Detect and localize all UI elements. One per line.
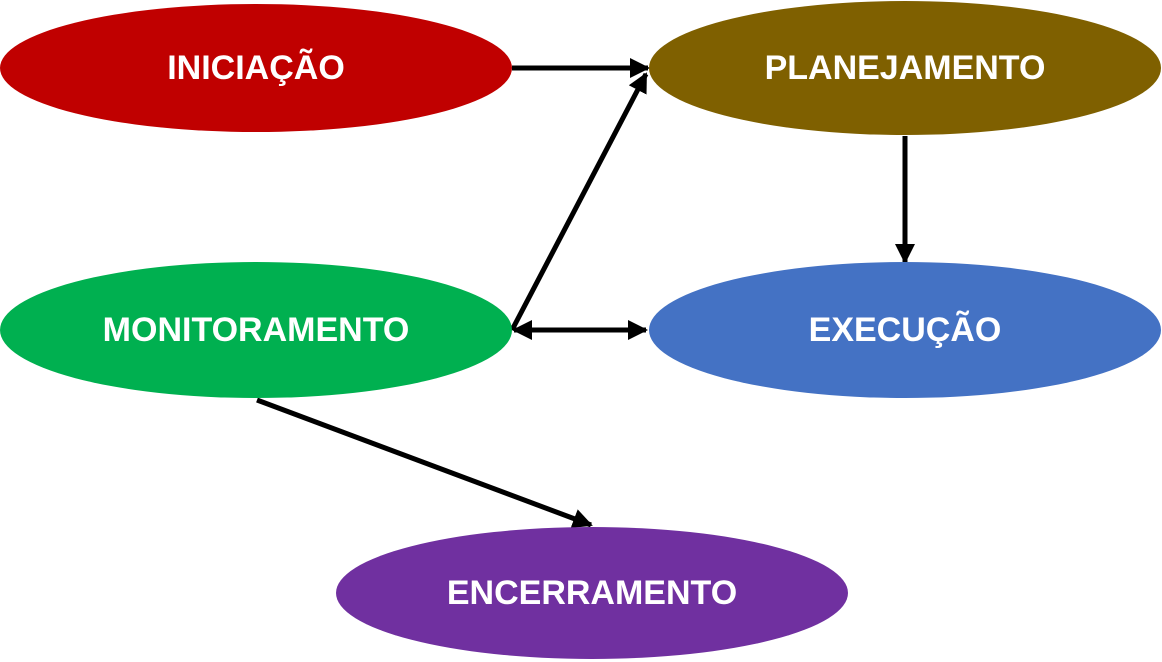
- node-encerramento-label: ENCERRAMENTO: [447, 574, 737, 612]
- edges: [256, 58, 915, 529]
- node-monitoramento-label: MONITORAMENTO: [103, 311, 410, 349]
- node-execucao-label: EXECUÇÃO: [809, 311, 1002, 349]
- node-monitoramento-shape: [0, 262, 512, 398]
- node-planejamento: PLANEJAMENTO: [649, 1, 1161, 135]
- node-execucao-shape: [649, 262, 1161, 398]
- edge-monitoramento-to-encerramento: [256, 397, 593, 529]
- node-monitoramento: MONITORAMENTO: [0, 262, 512, 398]
- node-encerramento-shape: [336, 527, 848, 659]
- edge-monitoramento-to-planejamento: [509, 72, 649, 332]
- node-iniciacao: INICIAÇÃO: [0, 4, 512, 132]
- node-planejamento-shape: [649, 1, 1161, 135]
- node-iniciacao-label: INICIAÇÃO: [167, 49, 345, 87]
- node-execucao: EXECUÇÃO: [649, 262, 1161, 398]
- node-iniciacao-shape: [0, 4, 512, 132]
- node-planejamento-label: PLANEJAMENTO: [765, 49, 1046, 87]
- node-encerramento: ENCERRAMENTO: [336, 527, 848, 659]
